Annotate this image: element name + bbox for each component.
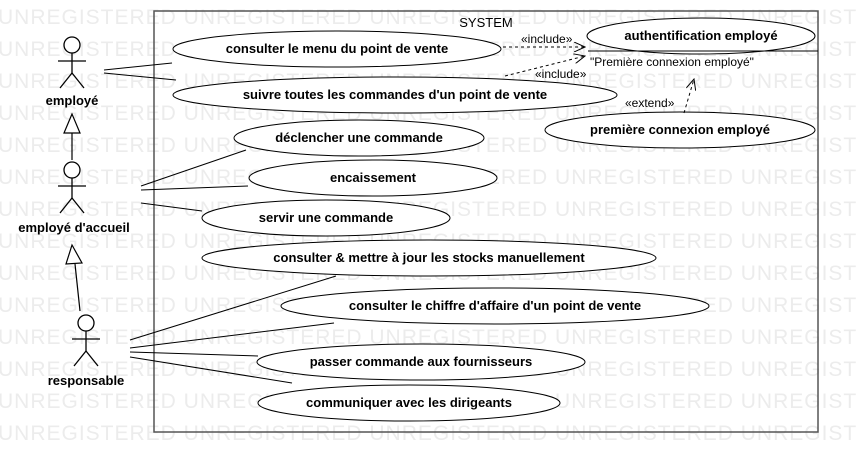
actor-responsable-label: responsable xyxy=(48,373,125,388)
use-case-chiffre-affaire[interactable]: consulter le chiffre d'affaire d'un poin… xyxy=(280,287,710,325)
use-case-declencher-commande-label: déclencher une commande xyxy=(275,130,443,145)
actor-employe-accueil-label: employé d'accueil xyxy=(18,220,129,235)
extend-arrow-premiere xyxy=(683,79,694,114)
use-case-authentification-label: authentification employé xyxy=(624,28,777,43)
include-label-menu: «include» xyxy=(521,32,573,46)
actor-employe-accueil[interactable] xyxy=(58,161,86,214)
use-case-encaissement-label: encaissement xyxy=(330,170,417,185)
use-case-stocks[interactable]: consulter & mettre à jour les stocks man… xyxy=(201,239,657,277)
use-case-suivre-commandes[interactable]: suivre toutes les commandes d'un point d… xyxy=(172,76,618,114)
use-case-premiere-connexion-label: première connexion employé xyxy=(590,122,770,137)
include-label-suivre: «include» xyxy=(535,67,587,81)
use-case-authentification[interactable]: authentification employé xyxy=(586,17,816,55)
use-case-fournisseurs[interactable]: passer commande aux fournisseurs xyxy=(256,343,586,381)
use-case-fournisseurs-label: passer commande aux fournisseurs xyxy=(310,354,533,369)
use-case-servir-commande-label: servir une commande xyxy=(259,210,393,225)
system-title: SYSTEM xyxy=(459,15,512,30)
actor-responsable[interactable] xyxy=(72,314,100,367)
system-boundary xyxy=(153,10,819,433)
actor-employe-label: employé xyxy=(46,93,99,108)
use-case-consulter-menu[interactable]: consulter le menu du point de vente xyxy=(172,30,502,68)
use-case-premiere-connexion[interactable]: première connexion employé xyxy=(544,111,816,149)
use-case-stocks-label: consulter & mettre à jour les stocks man… xyxy=(273,250,585,265)
use-case-encaissement[interactable]: encaissement xyxy=(248,159,498,197)
generalization-responsable-to-accueil xyxy=(65,243,83,312)
use-case-suivre-commandes-label: suivre toutes les commandes d'un point d… xyxy=(243,87,547,102)
actor-employe[interactable] xyxy=(58,36,86,89)
use-case-declencher-commande[interactable]: déclencher une commande xyxy=(233,119,485,157)
associations xyxy=(103,62,337,384)
use-case-servir-commande[interactable]: servir une commande xyxy=(201,199,451,237)
use-case-dirigeants-label: communiquer avec les dirigeants xyxy=(306,395,512,410)
extension-point-label: "Première connexion employé" xyxy=(590,55,754,69)
use-case-dirigeants[interactable]: communiquer avec les dirigeants xyxy=(257,384,561,422)
use-case-consulter-menu-label: consulter le menu du point de vente xyxy=(226,41,448,56)
generalization-accueil-to-employe xyxy=(63,112,81,160)
extend-label-premiere: «extend» xyxy=(625,96,675,110)
watermark-text: UNREGISTERED UNREGISTERED UNREGISTERED U… xyxy=(0,422,858,445)
use-case-chiffre-affaire-label: consulter le chiffre d'affaire d'un poin… xyxy=(349,298,641,313)
include-arrow-suivre xyxy=(504,56,585,77)
watermark-text: UNREGISTERED UNREGISTERED UNREGISTERED U… xyxy=(0,326,858,349)
